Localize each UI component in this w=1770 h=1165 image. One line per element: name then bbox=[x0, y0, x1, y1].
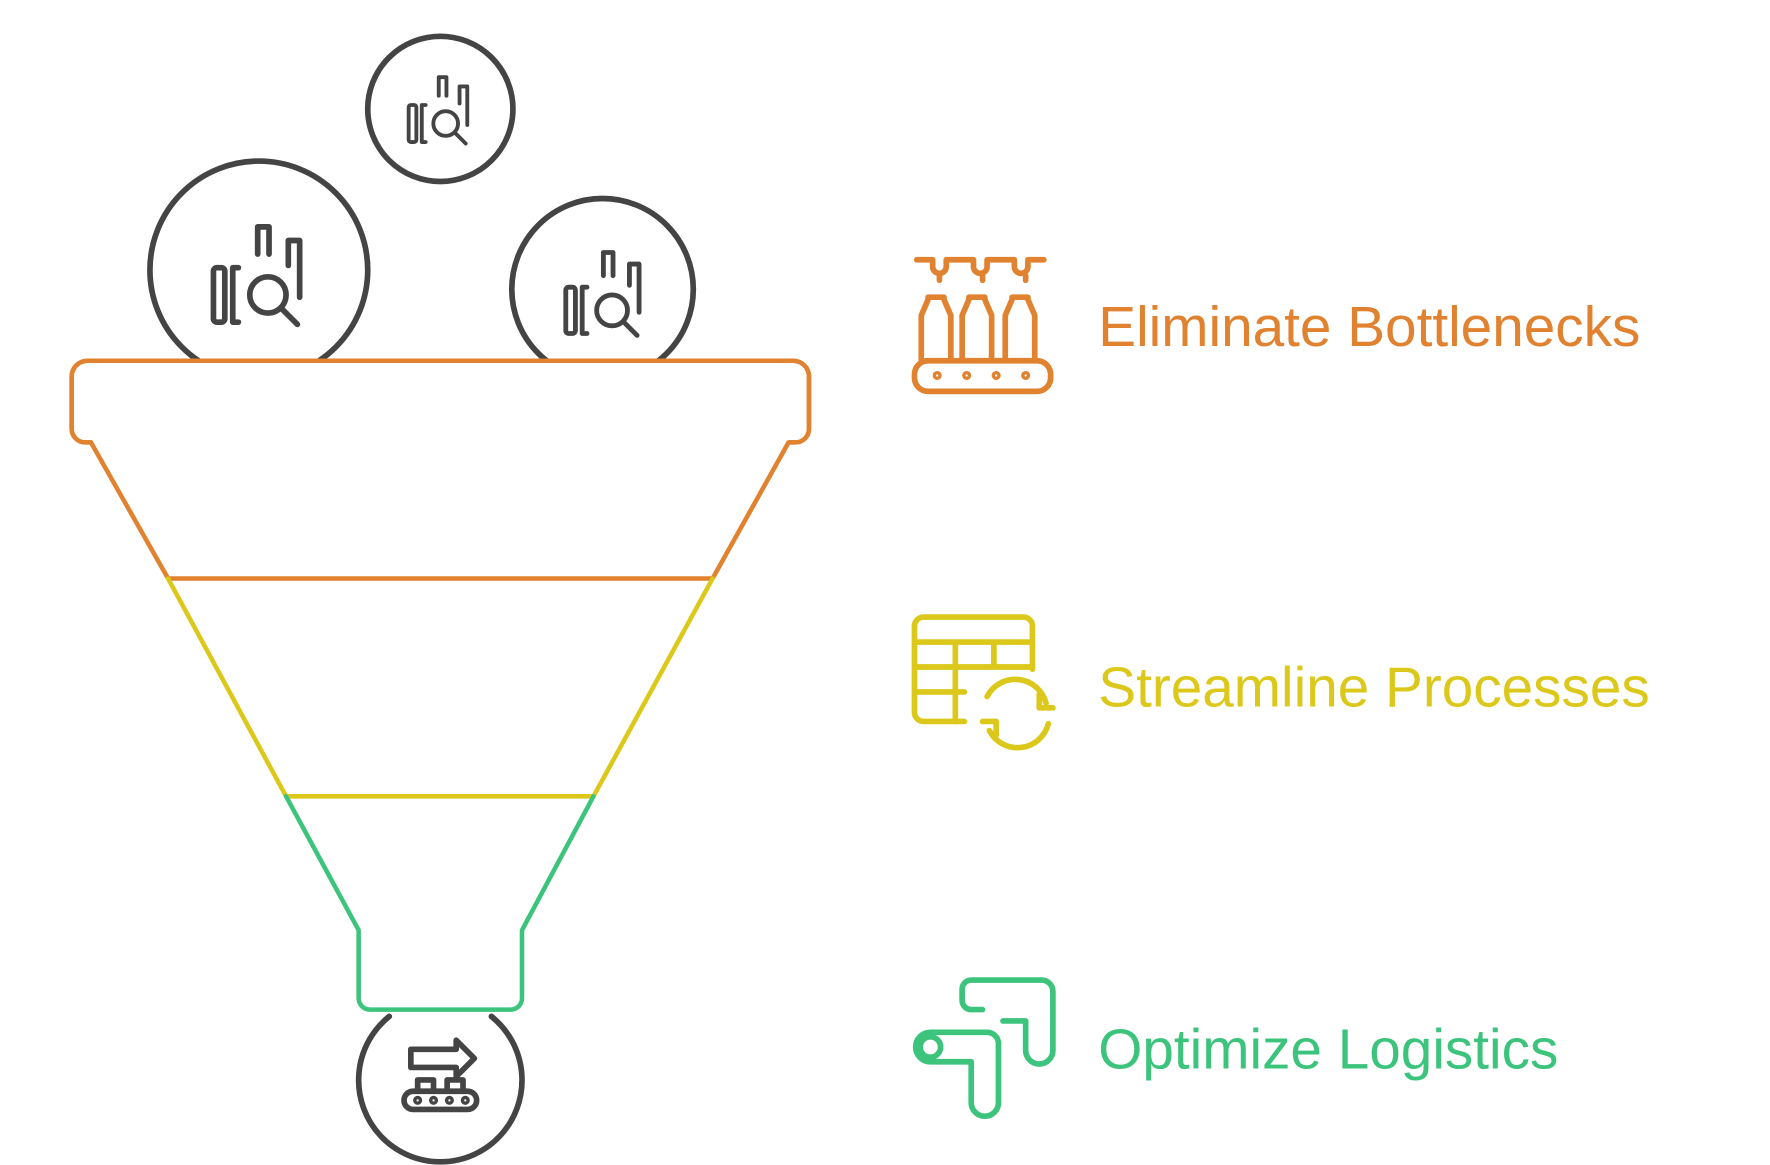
output-circle bbox=[355, 1013, 525, 1165]
input-circle-right bbox=[508, 195, 697, 383]
stage-label-optimize-logistics: Optimize Logistics bbox=[1098, 1019, 1558, 1082]
input-circle-top bbox=[364, 33, 516, 185]
input-circle-left bbox=[147, 158, 371, 382]
funnel bbox=[69, 358, 812, 1012]
stage-label-eliminate-bottlenecks: Eliminate Bottlenecks bbox=[1098, 296, 1640, 359]
table-refresh-icon bbox=[911, 614, 1056, 751]
conveyor-arrow-icon bbox=[401, 1037, 480, 1113]
pipe-route-icon bbox=[912, 977, 1056, 1120]
stage-label-streamline-processes: Streamline Processes bbox=[1098, 657, 1650, 720]
funnel-stage-2 bbox=[165, 576, 715, 799]
bottling-conveyor-icon bbox=[911, 256, 1054, 395]
funnel-stage-1 bbox=[88, 440, 791, 581]
funnel-stage-3 bbox=[283, 794, 596, 1012]
